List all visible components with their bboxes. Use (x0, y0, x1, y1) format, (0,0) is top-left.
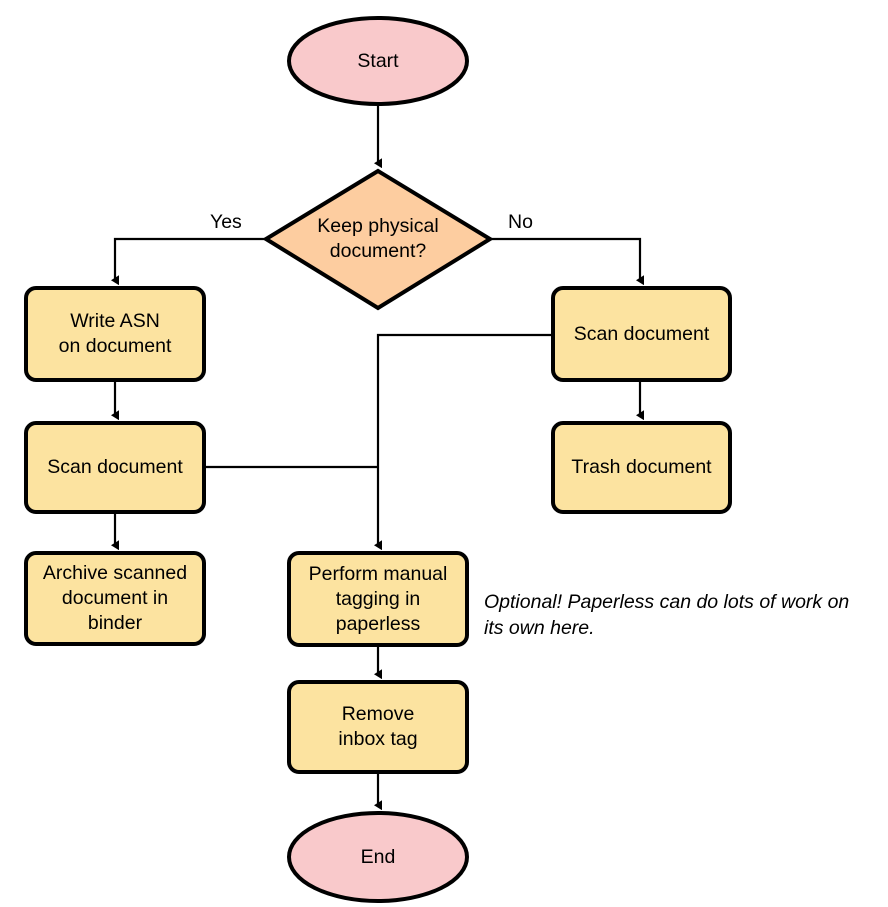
connector-layer (115, 104, 640, 805)
node-write-asn-shape[interactable] (24, 286, 206, 382)
node-start-shape[interactable] (287, 16, 469, 106)
edge-decision-yes-to-write-asn (115, 237, 265, 280)
node-scan-left-shape[interactable] (24, 421, 206, 514)
node-end-shape[interactable] (287, 811, 469, 903)
optional-note: Optional! Paperless can do lots of work … (484, 591, 850, 639)
node-trash-shape[interactable] (551, 421, 732, 514)
node-remove-inbox-shape[interactable] (287, 680, 469, 774)
edge-scan-right-to-manual-tagging (378, 333, 553, 545)
node-scan-right-shape[interactable] (551, 286, 732, 382)
edge-decision-no-to-scan-right (490, 237, 640, 280)
edge-label-yes: Yes (210, 211, 242, 233)
node-decision-shape[interactable] (262, 168, 494, 311)
node-archive-shape[interactable] (24, 551, 206, 646)
edge-label-no: No (508, 211, 533, 233)
node-manual-tagging-shape[interactable] (287, 551, 469, 647)
